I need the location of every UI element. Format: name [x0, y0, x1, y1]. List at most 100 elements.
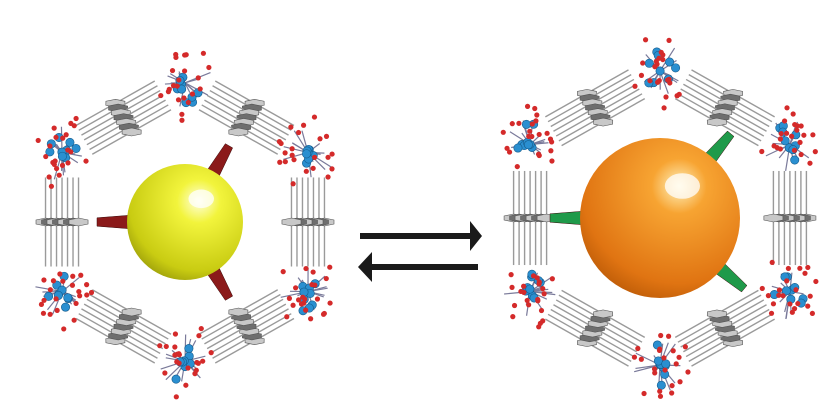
oxygen-atom	[504, 145, 510, 151]
oxygen-atom	[514, 163, 520, 170]
oxygen-atom	[280, 269, 286, 275]
oxygen-atom	[157, 343, 163, 349]
metal-oxide-cluster	[504, 269, 556, 330]
oxygen-atom	[535, 298, 541, 304]
oxygen-atom	[286, 295, 293, 301]
organic-linker-stack	[503, 170, 557, 266]
oxygen-atom	[769, 259, 775, 266]
oxygen-atom	[794, 123, 800, 129]
oxygen-atom	[529, 121, 535, 127]
oxygen-atom	[798, 123, 804, 129]
oxygen-atom	[176, 360, 182, 366]
oxygen-atom	[41, 277, 47, 283]
phenyl-ring	[228, 307, 249, 317]
oxygen-atom	[310, 165, 316, 171]
oxygen-atom	[651, 366, 658, 372]
oxygen-atom	[787, 301, 793, 307]
phenyl-ring	[706, 309, 727, 319]
oxygen-atom	[768, 310, 775, 316]
oxygen-atom	[47, 143, 53, 149]
oxygen-atom	[770, 301, 777, 307]
oxygen-atom	[78, 272, 84, 278]
oxygen-atom	[310, 269, 316, 275]
metal-atom	[656, 380, 666, 390]
oxygen-atom	[534, 112, 540, 118]
metal-atom	[61, 302, 71, 312]
oxygen-atom	[289, 146, 295, 152]
oxygen-atom	[300, 294, 306, 300]
metal-atom	[57, 151, 67, 161]
oxygen-atom	[810, 132, 816, 138]
oxygen-atom	[516, 120, 522, 126]
oxygen-atom	[196, 333, 202, 339]
oxygen-atom	[807, 293, 813, 299]
oxygen-atom	[174, 83, 180, 89]
oxygen-atom	[289, 152, 295, 158]
framework-left	[35, 50, 335, 400]
oxygen-atom	[70, 273, 76, 279]
oxygen-atom	[527, 128, 533, 134]
oxygen-atom	[192, 371, 198, 377]
oxygen-atom	[169, 67, 176, 74]
oxygen-atom	[666, 37, 672, 43]
oxygen-atom	[43, 153, 49, 160]
oxygen-atom	[783, 130, 790, 136]
oxygen-atom	[759, 148, 765, 155]
oxygen-atom	[802, 270, 808, 276]
guest-sphere	[127, 164, 243, 280]
oxygen-atom	[536, 131, 542, 138]
oxygen-atom	[812, 149, 818, 155]
oxygen-atom	[534, 275, 540, 281]
oxygen-atom	[549, 139, 555, 145]
oxygen-atom	[657, 393, 664, 399]
oxygen-atom	[35, 137, 41, 144]
oxygen-atom	[179, 117, 185, 123]
metal-atom	[171, 374, 181, 384]
oxygen-atom	[172, 344, 178, 350]
oxygen-atom	[284, 314, 290, 320]
oxygen-atom	[661, 355, 667, 361]
oxygen-atom	[183, 382, 189, 388]
organic-linker-stack	[198, 289, 295, 364]
oxygen-atom	[658, 49, 664, 55]
oxygen-atom	[185, 365, 191, 371]
oxygen-atom	[526, 133, 532, 139]
oxygen-atom	[526, 302, 532, 308]
oxygen-atom	[536, 152, 542, 159]
forward-arrow	[360, 221, 482, 251]
oxygen-atom	[295, 297, 302, 303]
oxygen-atom	[662, 367, 668, 373]
oxygen-atom	[673, 361, 679, 367]
oxygen-atom	[544, 130, 550, 136]
oxygen-atom	[88, 289, 95, 296]
oxygen-atom	[48, 183, 55, 189]
oxygen-atom	[185, 99, 191, 106]
oxygen-atom	[63, 132, 69, 138]
oxygen-atom	[288, 124, 294, 130]
oxygen-atom	[785, 265, 791, 272]
oxygen-atom	[506, 149, 513, 155]
oxygen-atom	[173, 394, 179, 400]
oxygen-atom	[640, 60, 646, 66]
oxygen-atom	[181, 95, 187, 101]
oxygen-atom	[677, 379, 683, 385]
oxygen-atom	[54, 307, 60, 314]
oxygen-atom	[666, 333, 672, 339]
oxygen-atom	[658, 332, 664, 339]
oxygen-atom	[509, 121, 515, 127]
metal-oxide-cluster	[759, 105, 818, 171]
oxygen-atom	[511, 302, 518, 309]
metal-atom	[671, 63, 681, 73]
oxygen-atom	[53, 134, 59, 140]
oxygen-atom	[173, 51, 179, 58]
oxygen-atom	[801, 132, 807, 138]
metal-atom	[63, 293, 73, 303]
oxygen-atom	[329, 166, 335, 172]
oxygen-atom	[641, 390, 647, 397]
oxygen-atom	[197, 86, 203, 92]
oxygen-atom	[325, 174, 331, 180]
oxygen-atom	[71, 123, 77, 129]
metal-atom	[525, 284, 535, 294]
oxygen-atom	[51, 125, 57, 131]
